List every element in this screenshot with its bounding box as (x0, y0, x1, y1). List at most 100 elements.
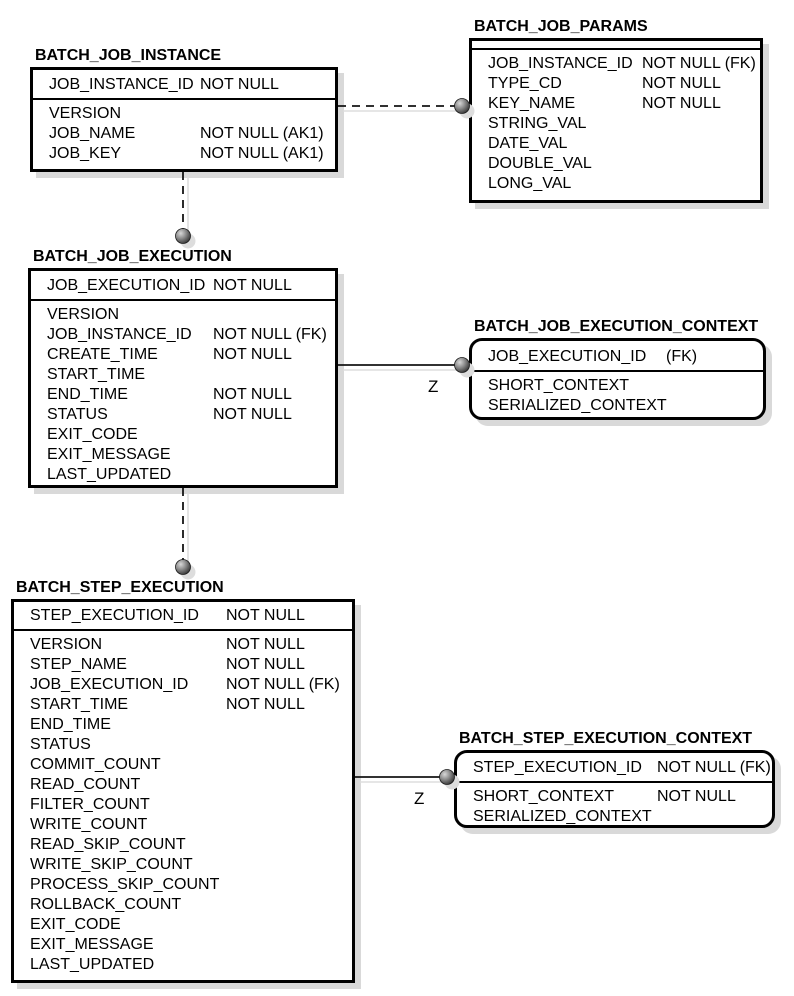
attribute-row: END_TIME (14, 715, 352, 735)
attribute-row: SERIALIZED_CONTEXT (472, 396, 763, 416)
attribute-row: VERSION (31, 305, 335, 325)
attribute-name: JOB_INSTANCE_ID (49, 76, 194, 93)
entity-title: BATCH_STEP_EXECUTION (16, 579, 224, 596)
primary-key-section: JOB_INSTANCE_ID NOT NULL (33, 70, 335, 100)
primary-key-section (472, 41, 760, 50)
attribute-row: EXIT_MESSAGE (31, 445, 335, 465)
attribute-row: EXIT_CODE (14, 915, 352, 935)
attribute-name: SERIALIZED_CONTEXT (488, 397, 667, 414)
entity-title: BATCH_JOB_INSTANCE (35, 47, 222, 64)
attribute-row: WRITE_COUNT (14, 815, 352, 835)
attribute-constraint: NOT NULL (226, 607, 305, 624)
attribute-name: PROCESS_SKIP_COUNT (30, 876, 220, 893)
attribute-row: WRITE_SKIP_COUNT (14, 855, 352, 875)
cardinality-dot-icon (439, 769, 455, 785)
attribute-constraint: NOT NULL (213, 277, 292, 294)
cardinality-dot-shadow (180, 564, 196, 580)
cardinality-label-job-context: Z (428, 377, 439, 396)
attribute-name: READ_COUNT (30, 776, 141, 793)
attribute-name: START_TIME (47, 366, 146, 383)
attribute-row: LONG_VAL (472, 174, 760, 194)
attribute-name: VERSION (47, 306, 120, 323)
attribute-name: STEP_NAME (30, 656, 127, 673)
attribute-row: STATUS (14, 735, 352, 755)
attribute-name: LAST_UPDATED (47, 466, 172, 483)
attribute-name: FILTER_COUNT (30, 796, 150, 813)
attribute-row: CREATE_TIME NOT NULL (31, 345, 335, 365)
attribute-constraint: NOT NULL (213, 386, 292, 403)
attribute-name: ROLLBACK_COUNT (30, 896, 182, 913)
attribute-name: CREATE_TIME (47, 346, 158, 363)
attribute-name: START_TIME (30, 696, 129, 713)
attribute-row: DOUBLE_VAL (472, 154, 760, 174)
attribute-name: JOB_INSTANCE_ID (47, 326, 192, 343)
attribute-constraint: NOT NULL (213, 346, 292, 363)
attribute-name: COMMIT_COUNT (30, 756, 161, 773)
attribute-row: COMMIT_COUNT (14, 755, 352, 775)
attribute-name: END_TIME (30, 716, 111, 733)
attribute-constraint: NOT NULL (213, 406, 292, 423)
attribute-row: EXIT_CODE (31, 425, 335, 445)
attribute-row: KEY_NAME NOT NULL (472, 94, 760, 114)
attribute-name: VERSION (49, 105, 122, 122)
attribute-constraint: (FK) (666, 348, 698, 365)
primary-key-section: JOB_EXECUTION_ID(FK) (472, 341, 763, 372)
attribute-constraint: NOT NULL (FK) (642, 55, 756, 72)
attribute-row: SERIALIZED_CONTEXT (457, 807, 772, 827)
attribute-name: STRING_VAL (488, 115, 587, 132)
attribute-name: STATUS (30, 736, 91, 753)
entity-batch-job-execution-context: BATCH_JOB_EXECUTION_CONTEXT JOB_EXECUTIO… (469, 318, 766, 420)
attribute-row: ROLLBACK_COUNT (14, 895, 352, 915)
attribute-name: END_TIME (47, 386, 128, 403)
attribute-name: DOUBLE_VAL (488, 155, 592, 172)
entity-title: BATCH_STEP_EXECUTION_CONTEXT (459, 730, 753, 747)
cardinality-dot-icon (175, 559, 191, 575)
attribute-name: JOB_EXECUTION_ID (30, 676, 189, 693)
attributes-section: JOB_INSTANCE_ID NOT NULL (FK) TYPE_CD NOT N… (472, 50, 760, 194)
attribute-row: VERSION (33, 104, 335, 124)
attribute-name: SHORT_CONTEXT (488, 377, 630, 394)
entity-batch-step-execution-context: BATCH_STEP_EXECUTION_CONTEXT STEP_EXECUT… (454, 730, 775, 828)
entity-title: BATCH_JOB_EXECUTION_CONTEXT (474, 318, 759, 335)
attribute-constraint: NOT NULL (226, 656, 305, 673)
attribute-name: WRITE_SKIP_COUNT (30, 856, 193, 873)
primary-key-section: JOB_EXECUTION_ID NOT NULL (31, 271, 335, 301)
attribute-constraint: NOT NULL (FK) (226, 676, 340, 693)
cardinality-label-step-context: Z (414, 789, 425, 808)
attribute-name: TYPE_CD (488, 75, 562, 92)
attribute-name: KEY_NAME (488, 95, 576, 112)
attribute-row: JOB_INSTANCE_ID NOT NULL (33, 75, 335, 95)
attribute-name: WRITE_COUNT (30, 816, 148, 833)
attribute-name: READ_SKIP_COUNT (30, 836, 186, 853)
cardinality-dot-icon (454, 357, 470, 373)
attribute-name: JOB_NAME (49, 125, 136, 142)
attribute-constraint: NOT NULL (AK1) (200, 125, 324, 142)
attribute-name: JOB_INSTANCE_ID (488, 55, 633, 72)
attribute-row: JOB_EXECUTION_ID NOT NULL (FK) (14, 675, 352, 695)
attribute-row: JOB_INSTANCE_ID NOT NULL (FK) (472, 54, 760, 74)
entity-title: BATCH_JOB_PARAMS (474, 18, 648, 35)
attribute-row: END_TIME NOT NULL (31, 385, 335, 405)
attribute-constraint: NOT NULL (642, 95, 721, 112)
attribute-row: LAST_UPDATED (31, 465, 335, 485)
attribute-row: START_TIME (31, 365, 335, 385)
attribute-name: JOB_EXECUTION_ID (47, 277, 206, 294)
attribute-constraint: NOT NULL (226, 696, 305, 713)
attribute-constraint: NOT NULL (200, 76, 279, 93)
attribute-name: EXIT_CODE (47, 426, 138, 443)
entity-batch-job-instance: BATCH_JOB_INSTANCE JOB_INSTANCE_ID NOT NU… (30, 47, 338, 172)
